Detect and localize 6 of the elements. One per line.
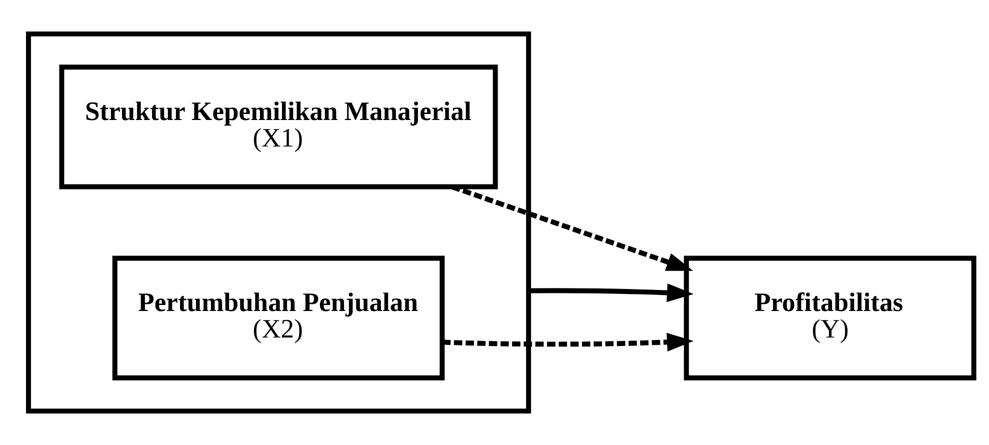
arrow <box>442 332 694 352</box>
node-box: Profitabilitas (Y) <box>684 256 976 380</box>
node-box: Struktur Kepemilikan Manajerial (X1) <box>59 64 498 190</box>
cluster <box>26 31 532 414</box>
node-box: Pertumbuhan Penjualan (X2) <box>112 256 445 380</box>
arrow <box>528 283 694 302</box>
